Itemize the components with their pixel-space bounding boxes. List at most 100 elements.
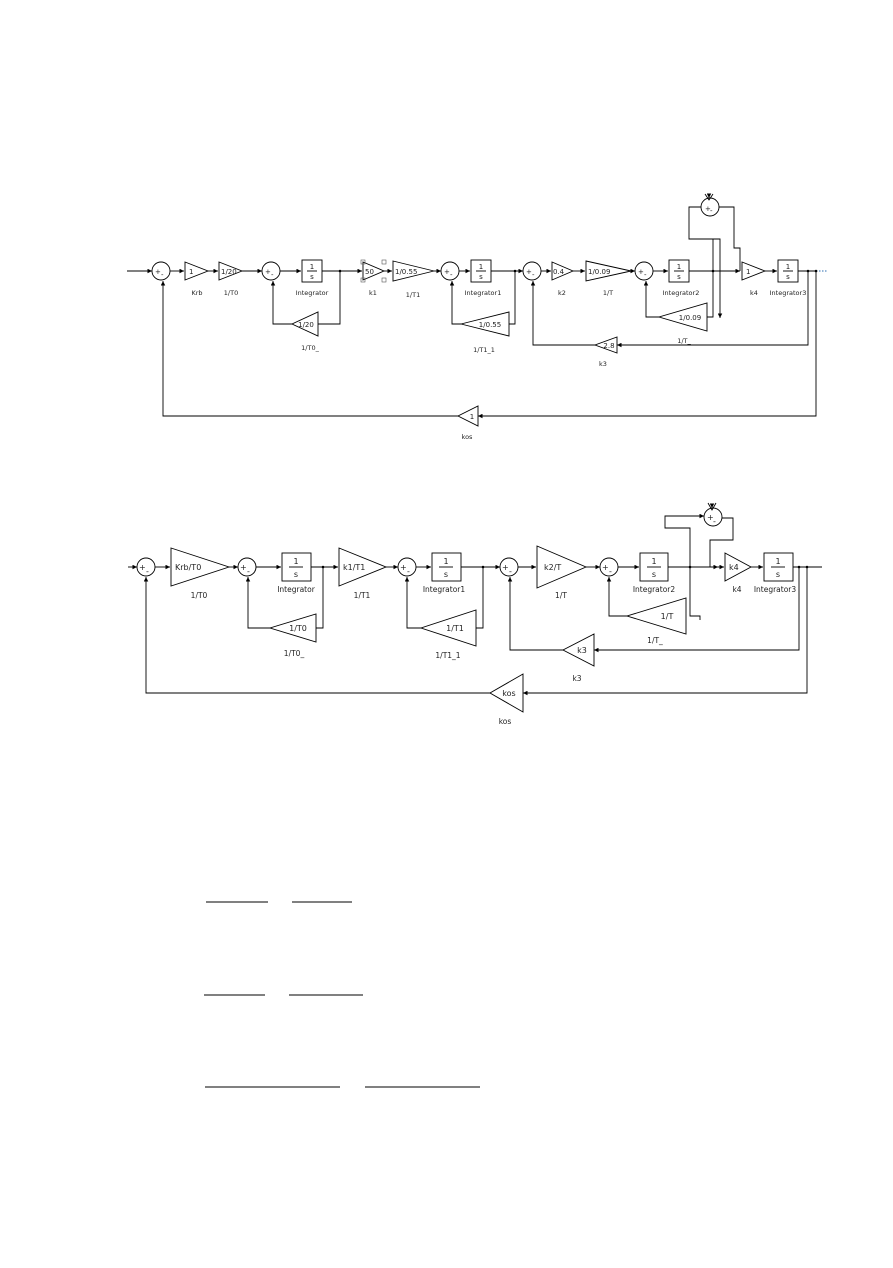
feedback-gain-1-t[interactable]: 1/T 1/T_ [625, 597, 687, 645]
svg-text:0.4: 0.4 [553, 268, 565, 276]
gain-k4[interactable]: 1 k4 [741, 261, 767, 297]
gain-k1-t1[interactable]: k1/T1 1/T1 [338, 547, 388, 600]
diagram-1: + - + - + - + - + - + - [127, 193, 828, 441]
gain-k3[interactable]: 2.8 k3 [593, 336, 618, 368]
svg-text:1/0.55: 1/0.55 [395, 268, 417, 276]
svg-text:1: 1 [651, 557, 656, 566]
svg-text:1: 1 [310, 263, 314, 271]
svg-text:Integrator1: Integrator1 [423, 585, 466, 594]
sum-junction[interactable]: + - [237, 557, 257, 577]
svg-text:1: 1 [293, 557, 298, 566]
svg-text:1/T1: 1/T1 [406, 291, 420, 299]
gain-1-t[interactable]: 1/0.09 1/T [585, 260, 632, 297]
feedback-gain-1-t1[interactable]: 1/T1 1/T1_1 [419, 609, 477, 660]
sum-junction[interactable]: + - [522, 261, 542, 281]
svg-text:k4: k4 [750, 289, 758, 297]
gain-krb[interactable]: 1 Krb [184, 261, 210, 297]
svg-text:1/0.55: 1/0.55 [479, 321, 501, 329]
svg-text:+: + [638, 268, 644, 276]
svg-text:s: s [310, 273, 314, 281]
gain-k2[interactable]: 0.4 k2 [551, 261, 575, 297]
sum-junction[interactable]: + - [440, 261, 460, 281]
feedback-gain-1-t1[interactable]: 1/0.55 1/T1_1 [460, 311, 510, 354]
feedback-gain-1-t0[interactable]: 1/20 1/T0_ [290, 311, 320, 352]
svg-text:-: - [609, 567, 612, 576]
svg-text:-: - [271, 271, 274, 279]
svg-text:1: 1 [677, 263, 681, 271]
svg-text:+: + [602, 563, 609, 572]
svg-text:k3: k3 [599, 360, 607, 368]
svg-text:+: + [265, 268, 271, 276]
sum-junction[interactable]: + - [634, 261, 654, 281]
svg-text:kos: kos [462, 433, 474, 441]
gain-k2-t[interactable]: k2/T 1/T [536, 545, 588, 600]
svg-text:Integrator2: Integrator2 [663, 289, 700, 297]
svg-text:1/T1: 1/T1 [354, 591, 371, 600]
sum-junction[interactable]: + - [499, 557, 519, 577]
svg-text:1/T: 1/T [555, 591, 567, 600]
gain-kos[interactable]: 1 kos [456, 405, 479, 441]
gain-kos[interactable]: kos kos [489, 673, 524, 726]
svg-text:1: 1 [746, 268, 750, 276]
integrator1-block[interactable]: 1 s Integrator1 [465, 259, 502, 297]
sum-junction[interactable]: + - [397, 557, 417, 577]
svg-text:+: + [240, 563, 247, 572]
gain-1-t1[interactable]: 1/0.55 1/T1 [392, 260, 435, 299]
gain-k1-selected[interactable]: 50 k1 [360, 259, 387, 297]
svg-text:k3: k3 [572, 674, 581, 683]
svg-text:k1: k1 [369, 289, 377, 297]
gain-k4[interactable]: k4 k4 [724, 552, 752, 594]
svg-text:Krb/T0: Krb/T0 [175, 563, 201, 572]
svg-text:k2: k2 [558, 289, 566, 297]
integrator-block[interactable]: 1 s Integrator [296, 259, 329, 297]
svg-text:Krb: Krb [191, 289, 202, 297]
svg-text:k4: k4 [729, 563, 739, 572]
svg-text:1/T_: 1/T_ [677, 337, 691, 345]
svg-text:kos: kos [502, 689, 515, 698]
svg-text:-: - [532, 271, 535, 279]
svg-text:k4: k4 [732, 585, 741, 594]
gain-1-t0[interactable]: 1/20 1/T0 [218, 261, 244, 297]
integrator2-block[interactable]: 1 s Integrator2 [663, 259, 700, 297]
gain-krb-t0[interactable]: Krb/T0 1/T0 [170, 547, 231, 600]
svg-text:+: + [526, 268, 532, 276]
svg-text:Integrator3: Integrator3 [754, 585, 797, 594]
svg-text:s: s [786, 273, 790, 281]
svg-text:1/20: 1/20 [221, 268, 237, 276]
svg-text:s: s [444, 570, 448, 579]
sum-junction[interactable]: + - [136, 557, 156, 577]
svg-text:1/T1_1: 1/T1_1 [435, 651, 460, 660]
feedback-gain-1-t0[interactable]: 1/T0 1/T0_ [268, 613, 317, 658]
feedback-gain-1-t[interactable]: 1/0.09 1/T_ [657, 302, 708, 345]
svg-text:1/T_: 1/T_ [647, 636, 663, 645]
svg-text:1/T0_: 1/T0_ [284, 649, 305, 658]
sum-junction[interactable]: + - [703, 507, 723, 527]
svg-text:-: - [146, 567, 149, 576]
svg-text:1/T1: 1/T1 [446, 624, 464, 633]
svg-text:-: - [247, 567, 250, 576]
svg-text:1/T0: 1/T0 [191, 591, 208, 600]
svg-text:+: + [139, 563, 146, 572]
svg-text:-: - [161, 271, 164, 279]
svg-text:+: + [155, 268, 161, 276]
svg-text:1: 1 [470, 413, 474, 421]
sum-junction[interactable]: + - [151, 261, 171, 281]
sum-junction[interactable]: + - [261, 261, 281, 281]
svg-text:k1/T1: k1/T1 [343, 563, 365, 572]
fraction-rules [204, 901, 480, 1088]
svg-text:1/0.09: 1/0.09 [588, 268, 610, 276]
integrator1-block[interactable]: 1 s Integrator1 [423, 552, 466, 594]
svg-text:k2/T: k2/T [544, 563, 561, 572]
gain-k3[interactable]: k3 k3 [562, 633, 595, 683]
integrator-block[interactable]: 1 s Integrator [277, 552, 316, 594]
svg-text:kos: kos [499, 717, 512, 726]
svg-text:1: 1 [775, 557, 780, 566]
integrator2-block[interactable]: 1 s Integrator2 [633, 552, 676, 594]
integrator3-block[interactable]: 1 s Integrator3 [770, 259, 807, 297]
svg-text:1: 1 [443, 557, 448, 566]
sum-junction[interactable]: + - [700, 197, 720, 217]
sum-junction[interactable]: + - [599, 557, 619, 577]
svg-text:1/T: 1/T [603, 289, 613, 297]
integrator3-block[interactable]: 1 s Integrator3 [754, 552, 797, 594]
svg-text:1/T0: 1/T0 [289, 624, 307, 633]
